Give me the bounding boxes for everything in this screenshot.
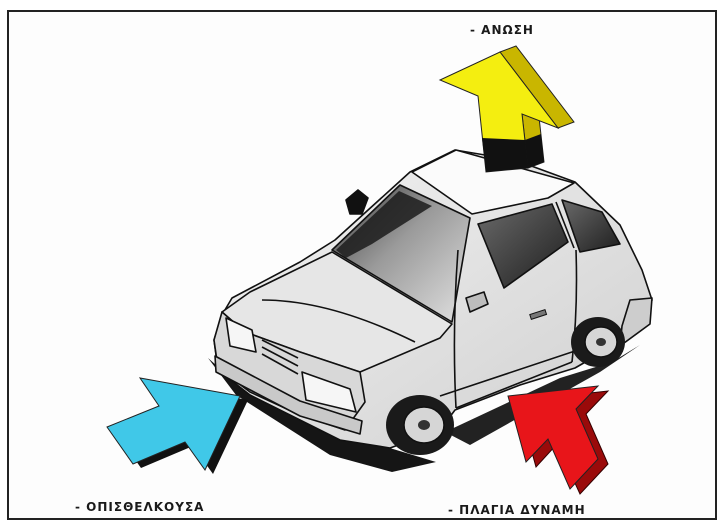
side-force-label: - ΠΛΑΓΙΑ ΔΥΝΑΜΗ [448,503,586,517]
lift-arrow-shaft-shadow [482,138,528,172]
door-handle [529,308,548,320]
rear-wheel [571,317,625,367]
front-hub [418,420,430,430]
right-headlight [301,371,357,413]
front-bumper [214,355,363,435]
hood-crease [261,299,416,343]
car-roof [411,149,575,215]
rear-bumper [619,297,653,347]
door-front-edge [453,249,459,409]
side-force-arrow-face [507,385,600,490]
rear-side-window [561,199,621,253]
drag-arrow [106,377,248,474]
left-headlight [225,317,257,353]
car [213,149,653,455]
side-force-arrow [507,385,610,495]
side-view-mirror [465,291,489,313]
front-side-window [477,203,569,289]
side-mirror [345,189,369,215]
drag-arrow-face [106,377,241,471]
grille-line [261,339,299,359]
lift-arrow-shaft-side-shadow [525,134,544,168]
grille-line [261,353,299,375]
grille-line [261,346,299,367]
door-bottom-edge [455,361,573,409]
windshield-reflection [336,191,432,258]
rear-hub [596,338,606,346]
lift-label: - ΑΝΩΣΗ [470,23,534,37]
drag-label: - ΟΠΙΣΘΕΛΚΟΥΣΑ [75,500,204,514]
front-wheel [386,395,454,455]
b-pillar [555,201,575,249]
grille [261,339,299,375]
windshield [331,184,471,323]
front-shadow [208,358,436,472]
lift-arrow [438,45,575,173]
